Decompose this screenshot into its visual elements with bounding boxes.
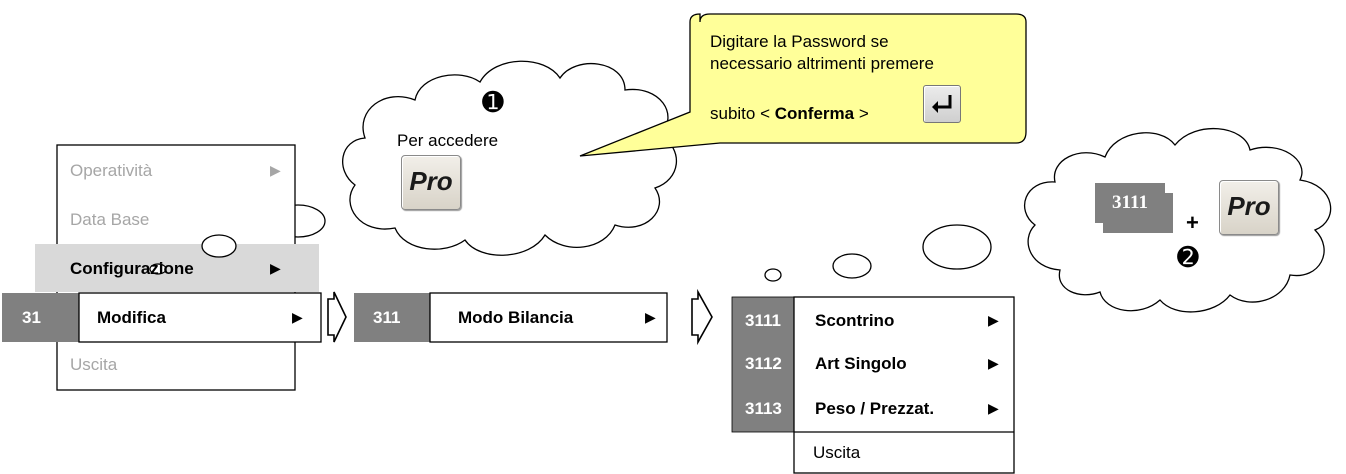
menu3-code-column — [732, 297, 794, 432]
menu1-small-bubble — [201, 234, 237, 258]
step-1-marker: ➊ — [482, 87, 504, 117]
menu1-code-cell — [2, 293, 79, 342]
menu2-row — [429, 292, 668, 343]
menu1-item-operativita[interactable]: Operatività — [70, 161, 153, 180]
menu2-code: 311 — [373, 308, 401, 327]
menu3-code-2: 3112 — [745, 354, 782, 373]
next-arrow-2 — [691, 288, 713, 346]
callout-line-1: Digitare la Password se — [710, 32, 889, 51]
submenu-arrow-icon: ▶ — [270, 162, 281, 178]
cloud2-bubble-c — [764, 268, 782, 282]
menu1-selected-row — [78, 292, 322, 343]
enter-key-icon — [923, 85, 961, 123]
submenu-arrow-icon: ▶ — [988, 400, 999, 416]
next-arrow-1 — [327, 291, 347, 343]
submenu-arrow-icon: ▶ — [270, 260, 281, 276]
pro-key-label: Pro — [409, 166, 453, 196]
submenu-arrow-icon: ▶ — [292, 309, 303, 325]
thought-cloud-1 — [342, 60, 677, 256]
menu1-tiny-bubble — [149, 263, 167, 275]
menu3-left-edge — [731, 296, 795, 433]
menu1-item-configurazione[interactable]: Configurazione — [70, 259, 194, 278]
menu1-item-modifica[interactable]: Modifica — [97, 308, 166, 327]
menu3-item-art-singolo[interactable]: Art Singolo — [815, 354, 907, 373]
submenu-arrow-icon: ▶ — [645, 309, 656, 325]
submenu-arrow-icon: ▶ — [988, 312, 999, 328]
menu3-item-peso-prezzat[interactable]: Peso / Prezzat. — [815, 399, 935, 418]
cloud2-bubble-a — [922, 224, 992, 270]
menu2-item-modo-bilancia[interactable]: Modo Bilancia — [458, 308, 574, 327]
thought-cloud-2 — [1024, 127, 1332, 313]
pro-key-label: Pro — [1227, 191, 1271, 221]
menu1-item-uscita[interactable]: Uscita — [70, 355, 118, 374]
step-2-marker: ➋ — [1177, 242, 1199, 272]
callout-line-3-post: > — [854, 104, 869, 123]
cloud2-bubble-b — [832, 253, 872, 279]
menu1-code: 31 — [22, 308, 41, 327]
menu3-code-1: 3111 — [745, 311, 781, 330]
enter-arrow-icon — [932, 95, 952, 113]
menu3-code-3: 3113 — [745, 399, 782, 418]
callout-line-3: subito < Conferma > — [710, 104, 869, 124]
menu3-frame — [793, 296, 1015, 474]
callout-line-2: necessario altrimenti premere — [710, 54, 934, 73]
menu3-item-scontrino[interactable]: Scontrino — [815, 311, 895, 330]
cloud1-text: Per accedere — [397, 131, 499, 150]
plus-sign: + — [1186, 210, 1199, 235]
menu3-item-uscita[interactable]: Uscita — [813, 443, 861, 462]
callout-line-3-pre: subito < — [710, 104, 775, 123]
callout-balloon — [579, 13, 1027, 157]
menu2-code-cell — [354, 293, 430, 342]
cloud2-code-box — [1095, 183, 1165, 223]
pro-key-icon: Pro — [401, 155, 461, 210]
menu1-highlight-row — [35, 244, 319, 292]
callout-confirm-word: Conferma — [774, 104, 855, 123]
pro-key-icon: Pro — [1219, 180, 1279, 235]
menu1-item-data-base[interactable]: Data Base — [70, 210, 150, 229]
submenu-arrow-icon: ▶ — [988, 355, 999, 371]
cloud2-code: 3111 — [1112, 192, 1148, 213]
